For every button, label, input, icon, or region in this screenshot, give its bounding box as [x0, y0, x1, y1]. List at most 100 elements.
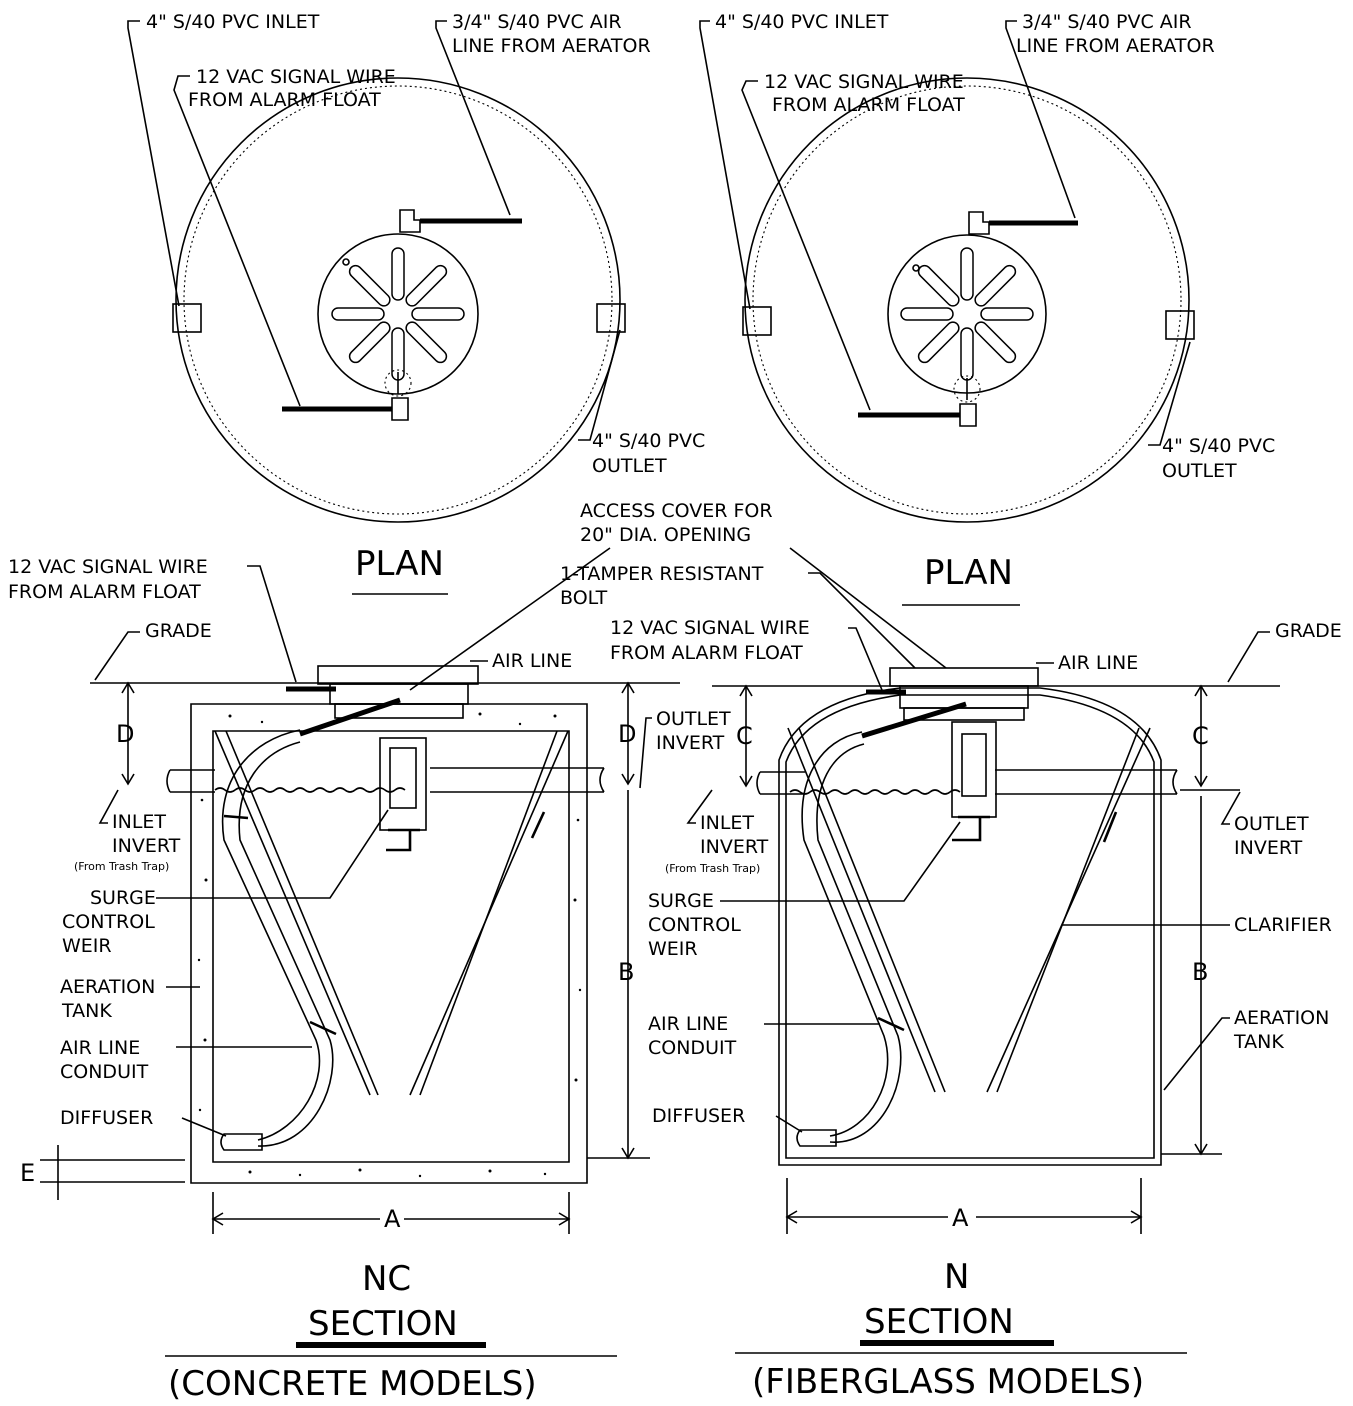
surge-label-3: WEIR: [62, 935, 112, 957]
inlet-invert-label-2: INVERT: [112, 835, 181, 857]
dim-c-left: C: [736, 722, 753, 750]
outlet-label: 4" S/40 PVC: [592, 430, 705, 452]
plan-view-left: 4" S/40 PVC INLET 3/4" S/40 PVC AIR LINE…: [127, 11, 705, 595]
surge-label: SURGE: [648, 890, 714, 912]
signal-wire-label-2: FROM ALARM FLOAT: [8, 581, 201, 603]
vent-hole: [342, 258, 350, 266]
aeration-tank-label-2: TANK: [61, 1000, 112, 1022]
diffuser-label: DIFFUSER: [652, 1105, 745, 1127]
signal-wire-label: 12 VAC SIGNAL WIRE: [764, 71, 964, 93]
signal-wire-label: 12 VAC SIGNAL WIRE: [196, 66, 396, 88]
clarifier-label: CLARIFIER: [1234, 914, 1332, 936]
access-riser: [317, 665, 479, 685]
dim-e: E: [20, 1159, 35, 1187]
inlet-invert-label: INLET: [112, 811, 166, 833]
concrete-tank: [190, 703, 588, 1184]
bolt-label-2: BOLT: [560, 587, 608, 609]
surge-weir: [379, 737, 427, 831]
surge-label-3: WEIR: [648, 938, 698, 960]
plan-title: PLAN: [924, 553, 1013, 593]
dim-d-right: D: [618, 720, 636, 748]
aeration-tank-label: AERATION: [60, 976, 155, 998]
dim-b: B: [1192, 958, 1208, 986]
inlet-pipe: [166, 769, 215, 793]
shared-labels: ACCESS COVER FOR 20" DIA. OPENING 1-TAMP…: [409, 500, 947, 691]
air-line-conduit: [221, 729, 321, 1141]
fiberglass-tank: [778, 687, 1162, 1166]
outlet-label-2: OUTLET: [1162, 460, 1237, 482]
grade-label: GRADE: [1275, 620, 1342, 642]
inlet-invert-label-2: INVERT: [700, 836, 769, 858]
outlet-label-2: OUTLET: [592, 455, 667, 477]
concrete-texture: [197, 712, 582, 1178]
surge-label-2: CONTROL: [648, 914, 741, 936]
surge-weir: [951, 721, 997, 818]
wire-elbow: [391, 397, 409, 421]
grade-label: GRADE: [145, 620, 212, 642]
air-line-label-2: LINE FROM AERATOR: [452, 35, 651, 57]
dim-a: A: [952, 1204, 969, 1232]
conduit-label: AIR LINE: [648, 1013, 728, 1035]
tank-outline: [175, 77, 621, 523]
model-title: NC: [362, 1259, 411, 1299]
air-line-label: 3/4" S/40 PVC AIR: [452, 11, 622, 33]
section-right: GRADE C C: [610, 617, 1342, 1402]
diffuser: [220, 1133, 263, 1151]
wire-elbow: [959, 403, 977, 427]
cover-slots: [900, 247, 1034, 381]
surge-label-2: CONTROL: [62, 911, 155, 933]
concrete-tank-inner: [212, 730, 570, 1163]
section-title: SECTION: [308, 1304, 458, 1344]
outlet-invert-label: OUTLET: [656, 708, 731, 730]
section-left: GRADE: [8, 556, 731, 1404]
outlet-label: 4" S/40 PVC: [1162, 435, 1275, 457]
from-trash-trap: (From Trash Trap): [665, 862, 760, 875]
tank-outline-inner: [183, 85, 613, 515]
air-line-label: AIR LINE: [1058, 652, 1138, 674]
dim-c-right: C: [1192, 722, 1209, 750]
dim-d-left: D: [116, 720, 134, 748]
inlet-pipe: [172, 303, 202, 333]
models-caption: (CONCRETE MODELS): [168, 1364, 537, 1404]
cover-slots: [331, 247, 465, 381]
conduit-label: AIR LINE: [60, 1037, 140, 1059]
signal-wire-label-2: FROM ALARM FLOAT: [188, 89, 381, 111]
access-cover-label-2: 20" DIA. OPENING: [580, 524, 751, 546]
diffuser-label: DIFFUSER: [60, 1107, 153, 1129]
inlet-label: 4" S/40 PVC INLET: [715, 11, 889, 33]
water-line: [789, 789, 961, 795]
outlet-pipe: [430, 767, 605, 793]
plan-view-right: 4" S/40 PVC INLET 3/4" S/40 PVC AIR LINE…: [699, 11, 1275, 606]
air-elbow: [399, 209, 421, 233]
plan-title: PLAN: [355, 544, 444, 584]
bolt-label: 1-TAMPER RESISTANT: [560, 563, 764, 585]
clarifier-wall-left: [787, 727, 936, 1093]
outlet-invert-label-2: INVERT: [1234, 837, 1303, 859]
air-line-black: [299, 697, 401, 737]
air-line-conduit: [801, 731, 889, 1137]
signal-wire-label-2: FROM ALARM FLOAT: [772, 94, 965, 116]
dim-a: A: [384, 1205, 401, 1233]
outlet-pipe: [995, 769, 1178, 795]
inlet-label: 4" S/40 PVC INLET: [146, 11, 320, 33]
air-line-label-2: LINE FROM AERATOR: [1016, 35, 1215, 57]
clarifier-wall-left: [214, 730, 371, 1096]
tank-outline: [744, 77, 1190, 523]
air-line-label: AIR LINE: [492, 650, 572, 672]
air-line-label: 3/4" S/40 PVC AIR: [1022, 11, 1192, 33]
air-elbow: [968, 211, 990, 235]
outlet-pipe: [1165, 310, 1195, 340]
inlet-pipe: [756, 771, 805, 795]
conduit-label-2: CONDUIT: [648, 1037, 737, 1059]
inlet-pipe: [742, 306, 772, 336]
aeration-tank-label-2: TANK: [1233, 1031, 1284, 1053]
inlet-invert-label: INLET: [700, 812, 754, 834]
signal-wire-label: 12 VAC SIGNAL WIRE: [610, 617, 810, 639]
outlet-pipe: [596, 303, 626, 333]
section-title: SECTION: [864, 1302, 1014, 1342]
aeration-tank-label: AERATION: [1234, 1007, 1329, 1029]
access-cover-label: ACCESS COVER FOR: [580, 500, 773, 522]
float-marker: [384, 369, 412, 397]
models-caption: (FIBERGLASS MODELS): [752, 1362, 1144, 1402]
